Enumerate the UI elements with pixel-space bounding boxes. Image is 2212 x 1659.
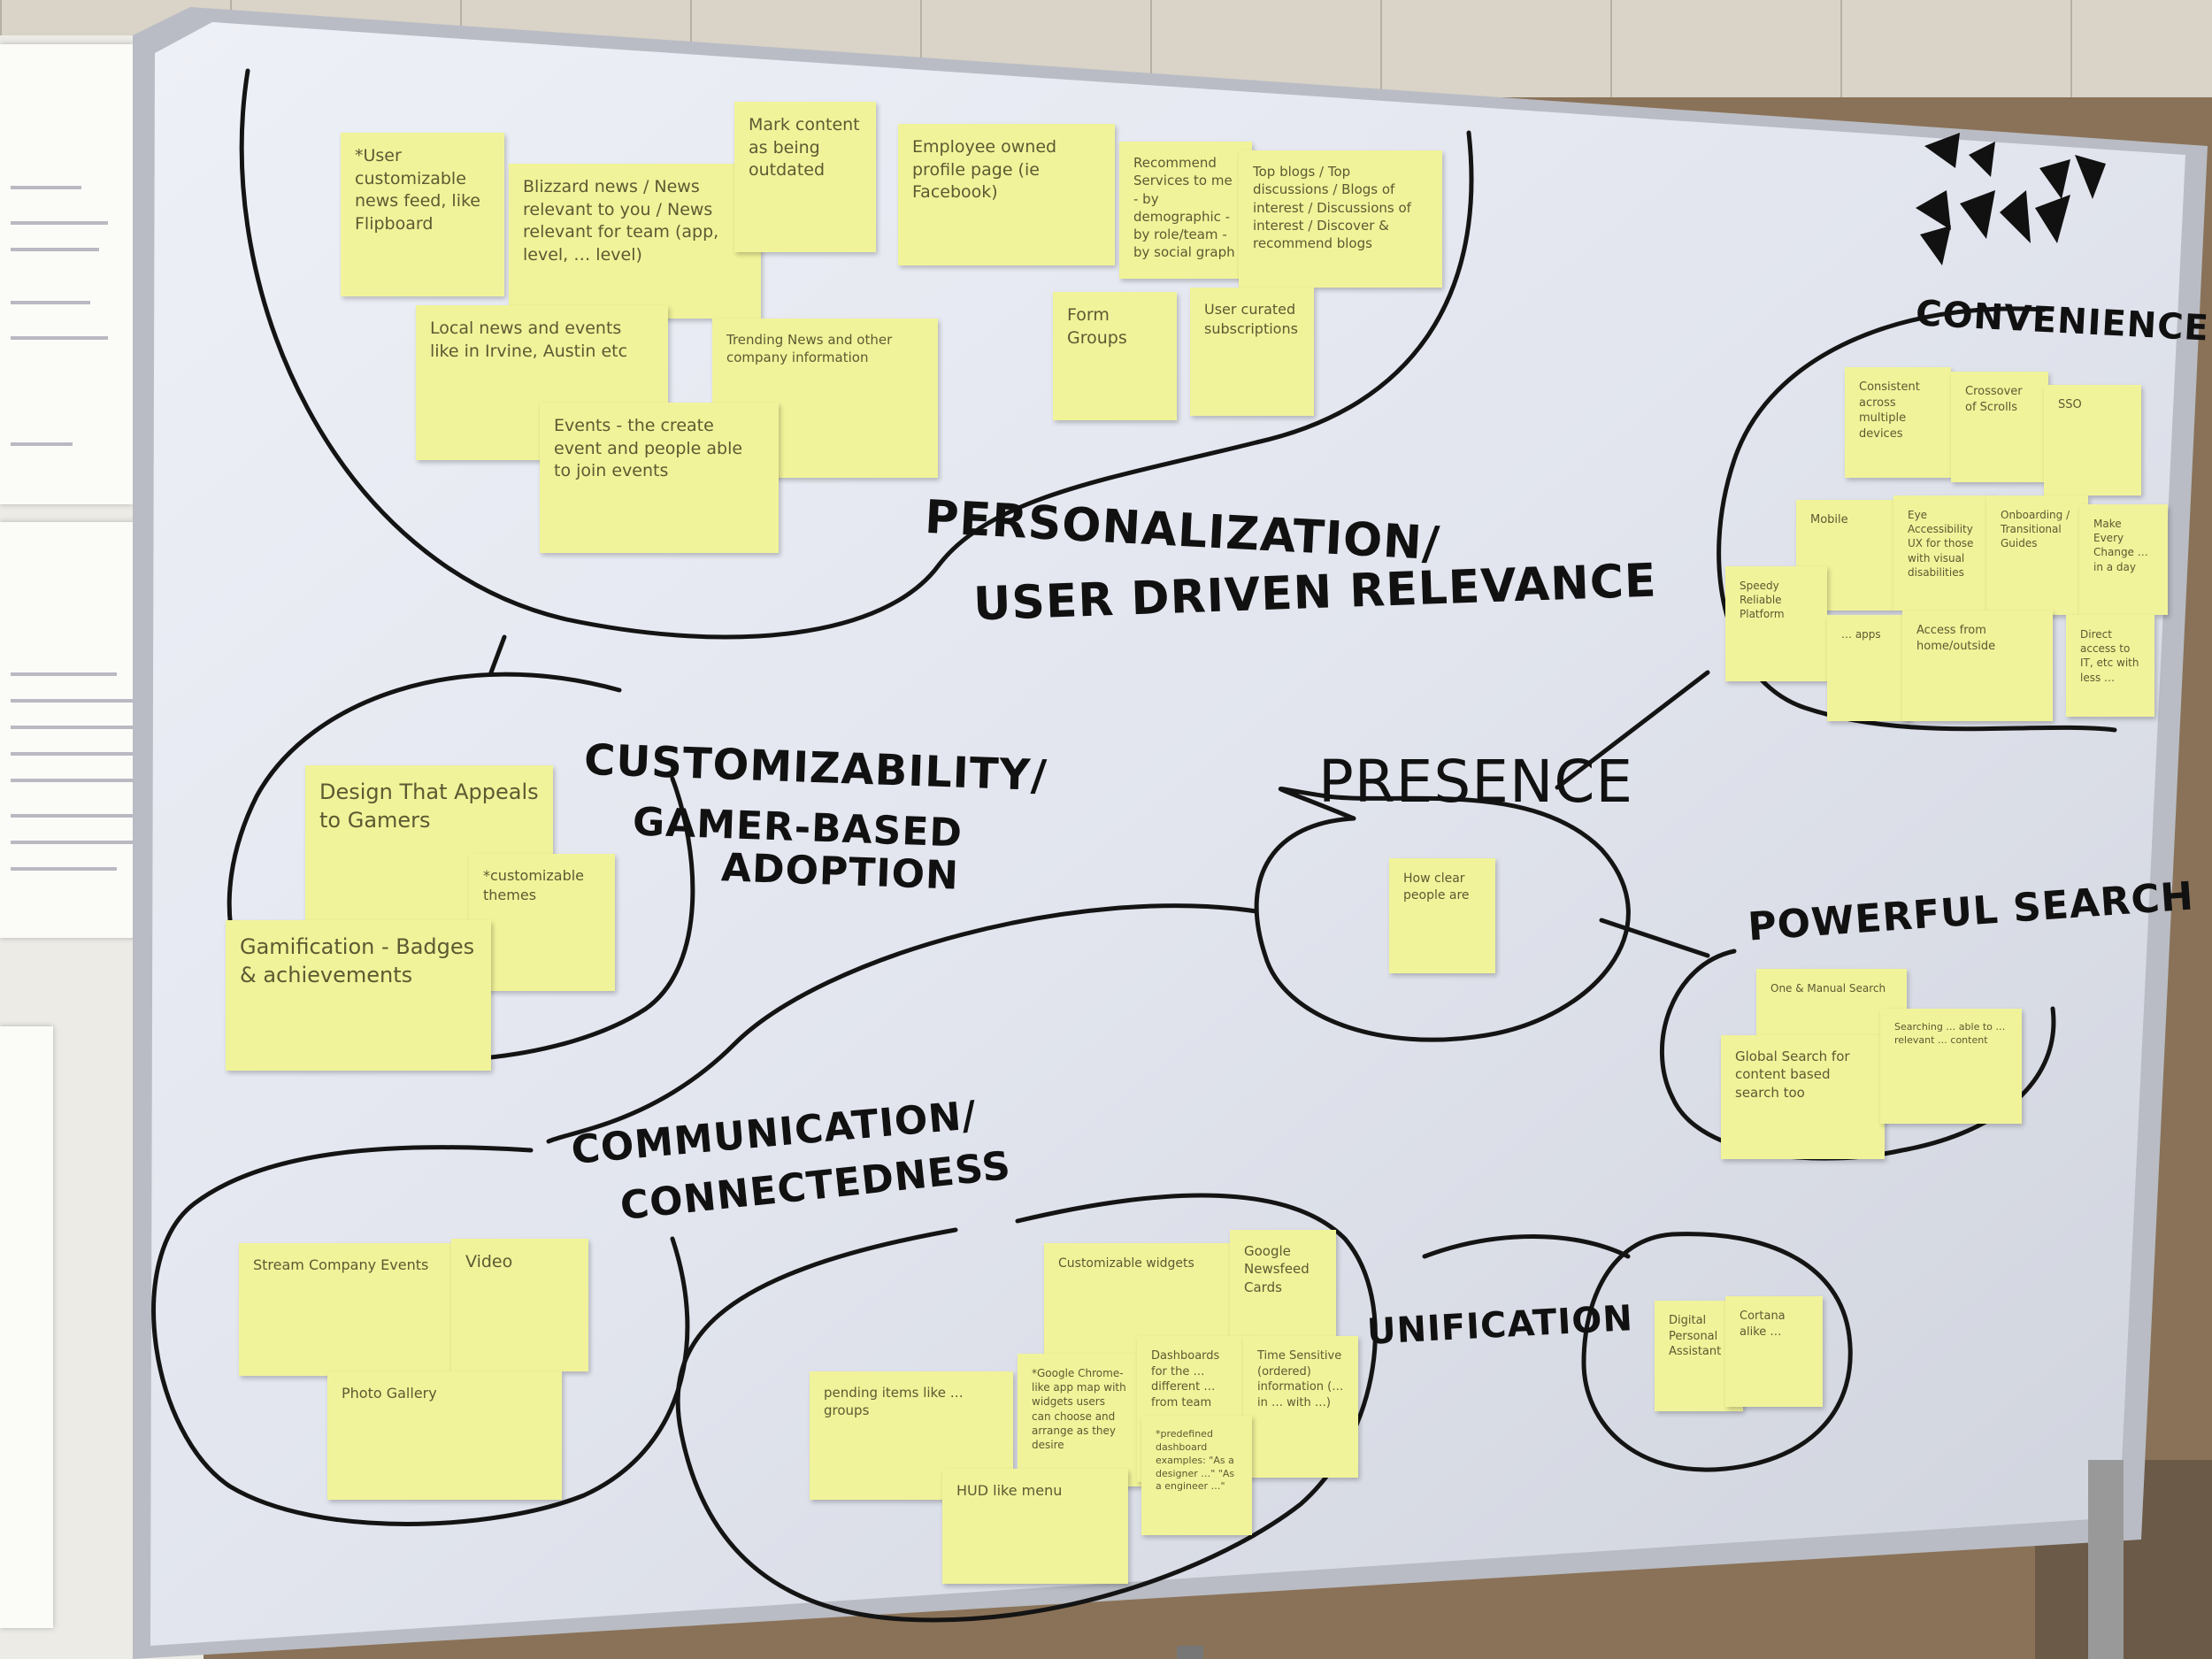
sticky-note: Employee owned profile page (ie Facebook… [898,124,1115,265]
category-presence: PRESENCE [1318,748,1634,816]
sticky-note: Onboarding / Transitional Guides [1986,495,2088,615]
wall-paper [0,44,133,504]
sticky-note: Mark content as being outdated [734,102,876,252]
sticky-note: Top blogs / Top discussions / Blogs of i… [1239,150,1442,288]
sticky-note: Make Every Change … in a day [2079,504,2168,615]
sticky-note: How clear people are [1389,858,1495,973]
sticky-note: HUD like menu [942,1469,1128,1584]
category-customizability-subtitle-2: ADOPTION [720,845,960,899]
sticky-note: *customizable themes [469,854,615,991]
sticky-note: Photo Gallery [327,1371,562,1500]
sticky-note: SSO [2044,385,2141,495]
sticky-note: Eye Accessibility UX for those with visu… [1893,495,1995,611]
sticky-note: Global Search for content based search t… [1721,1035,1885,1159]
sticky-note: Cortana alike … [1725,1296,1823,1407]
sticky-note: Blizzard news / News relevant to you / N… [509,164,761,319]
sticky-note: User curated subscriptions [1190,288,1314,416]
sticky-note: Recommend Services to me - by demographi… [1119,142,1252,279]
sticky-note: Searching … able to … relevant … content [1880,1009,2022,1124]
sticky-note: Speedy Reliable Platform [1725,566,1827,681]
sticky-note: Access from home/outside [1902,611,2053,721]
sticky-note: *predefined dashboard examples: "As a de… [1141,1416,1252,1535]
sticky-note: Events - the create event and people abl… [540,403,779,553]
sticky-note: Google Newsfeed Cards [1230,1230,1336,1345]
sticky-note: Form Groups [1053,292,1177,420]
sticky-note: Stream Company Events [239,1243,478,1376]
sticky-note: *User customizable news feed, like Flipb… [341,133,504,296]
sticky-note: Gamification - Badges & achievements [226,920,491,1071]
geometric-logo-icon [1916,133,2106,265]
wall-paper [0,1026,53,1628]
sticky-note: Time Sensitive (ordered) information (… … [1243,1336,1358,1478]
sticky-note: Consistent across multiple devices [1845,367,1951,478]
sticky-note: … apps [1827,615,1911,721]
sticky-note: Direct access to IT, etc with less … [2066,615,2154,717]
sticky-note: *Google Chrome-like app map with widgets… [1018,1354,1141,1486]
sticky-note: Video [451,1239,588,1371]
sticky-note: Crossover of Scrolls [1951,372,2048,482]
